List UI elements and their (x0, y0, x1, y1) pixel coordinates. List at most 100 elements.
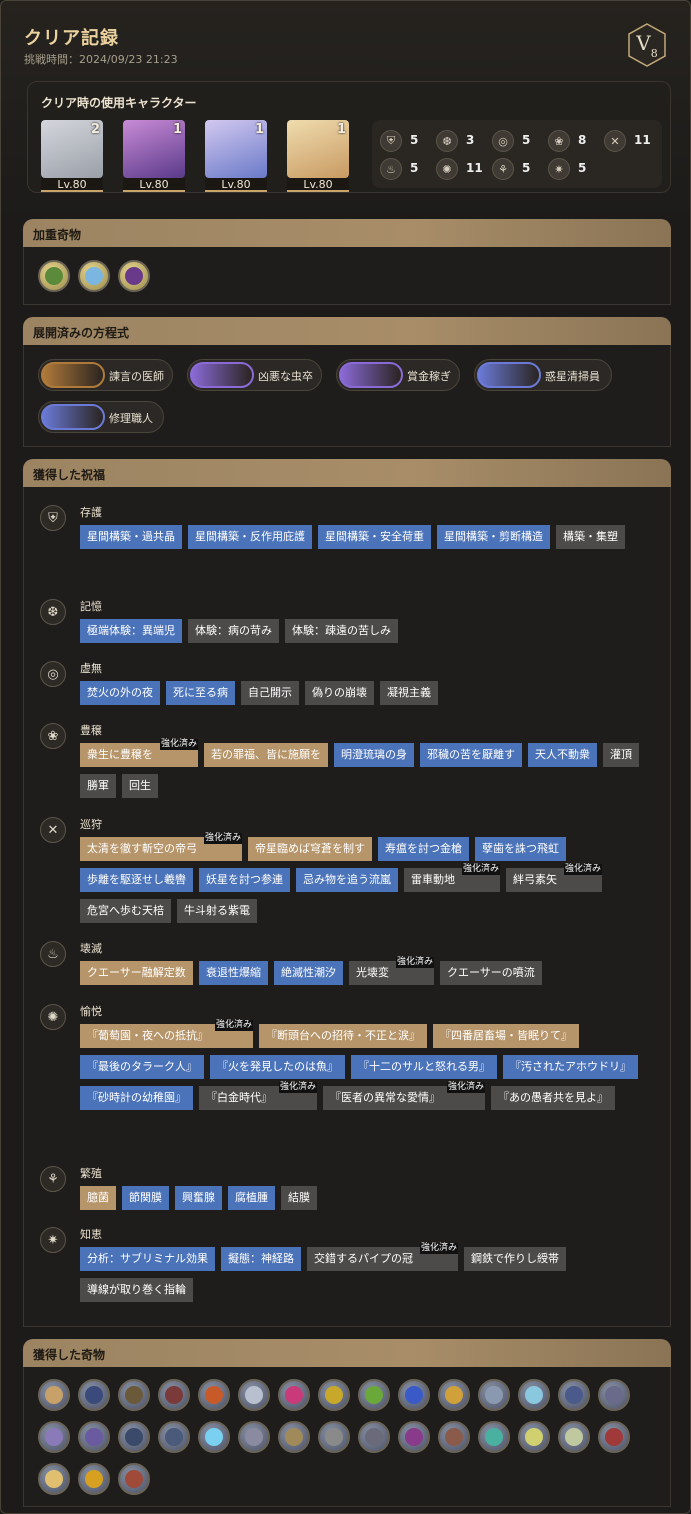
curio-icon[interactable] (38, 1463, 70, 1495)
curio-icon[interactable] (118, 1379, 150, 1411)
blessing-tag[interactable]: 擬態：神経路 (221, 1247, 301, 1271)
blessing-tag[interactable]: 星間構築・剪断構造 (437, 525, 550, 549)
blessing-tag[interactable]: 『葡萄園・夜への抵抗』強化済み (80, 1020, 253, 1048)
blessing-tag[interactable]: 『火を発見したのは魚』 (210, 1055, 345, 1079)
blessing-tag[interactable]: 体験：疎遠の苦しみ (285, 619, 398, 643)
curio-icon[interactable] (118, 1463, 150, 1495)
blessing-tag[interactable]: 節関膜 (122, 1186, 169, 1210)
blessing-tag[interactable]: 構築・集塑 (556, 525, 625, 549)
blessing-tag[interactable]: 寿瘟を討つ金槍 (378, 837, 469, 861)
curio-icon[interactable] (278, 1379, 310, 1411)
blessing-tag[interactable]: 雷車動地強化済み (404, 864, 500, 892)
blessing-tag[interactable]: 帝星臨めば穹蒼を制す (248, 837, 372, 861)
blessing-tag[interactable]: 交錯するパイプの冠強化済み (307, 1243, 458, 1271)
blessing-tag[interactable]: 『断頭台への招待・不正と涙』 (259, 1024, 427, 1048)
blessing-tag[interactable]: 星間構築・過共晶 (80, 525, 182, 549)
blessing-tag[interactable]: 凝視主義 (380, 681, 438, 705)
blessing-tag[interactable]: 『医者の異常な愛情』強化済み (323, 1082, 485, 1110)
blessing-tag[interactable]: 自己開示 (241, 681, 299, 705)
curio-icon[interactable] (238, 1379, 270, 1411)
blessing-tag[interactable]: 『あの愚者共を見よ』 (491, 1086, 615, 1110)
curio-icon[interactable] (198, 1421, 230, 1453)
blessing-tag[interactable]: 衆生に豊穣を強化済み (80, 739, 198, 767)
blessing-tag[interactable]: クエーサー融解定数 (80, 961, 193, 985)
curio-icon[interactable] (438, 1379, 470, 1411)
equation-chip[interactable]: 惑星清掃員 (474, 359, 612, 391)
blessing-tag[interactable]: 危宮へ歩む天棓 (80, 899, 171, 923)
blessing-tag[interactable]: 歩離を駆逐せし羲轡 (80, 868, 193, 892)
blessing-tag[interactable]: 死に至る病 (166, 681, 235, 705)
blessing-tag[interactable]: 焚火の外の夜 (80, 681, 160, 705)
blessing-tag[interactable]: 回生 (122, 774, 158, 798)
curio-icon[interactable] (478, 1379, 510, 1411)
curio-icon[interactable] (558, 1379, 590, 1411)
curio-icon[interactable] (158, 1421, 190, 1453)
blessing-tag[interactable]: 星間構築・安全荷重 (318, 525, 431, 549)
curio-icon[interactable] (38, 1379, 70, 1411)
curio-icon[interactable] (158, 1379, 190, 1411)
blessing-tag[interactable]: 腐植腫 (228, 1186, 275, 1210)
weighted-curio-icon[interactable] (118, 260, 150, 292)
curio-icon[interactable] (198, 1379, 230, 1411)
blessing-tag[interactable]: 若の罪福、皆に施願を (204, 743, 328, 767)
blessing-tag[interactable]: 『四番居畜場・皆眠りて』 (433, 1024, 579, 1048)
blessing-tag[interactable]: 天人不動衆 (528, 743, 597, 767)
blessing-tag[interactable]: 邪穢の苦を厭離す (420, 743, 522, 767)
curio-icon[interactable] (238, 1421, 270, 1453)
blessing-tag[interactable]: 『汚されたアホウドリ』 (503, 1055, 638, 1079)
blessing-tag[interactable]: 結膜 (281, 1186, 317, 1210)
blessing-tag[interactable]: 星間構築・反作用庇護 (188, 525, 312, 549)
blessing-tag[interactable]: 『最後のタラーク人』 (80, 1055, 204, 1079)
blessing-tag[interactable]: 明澄琉璃の身 (334, 743, 414, 767)
blessing-tag[interactable]: 勝軍 (80, 774, 116, 798)
curio-icon[interactable] (398, 1379, 430, 1411)
blessing-tag[interactable]: 妖星を討つ参連 (199, 868, 290, 892)
blessing-tag[interactable]: クエーサーの噴流 (440, 961, 542, 985)
curio-icon[interactable] (78, 1463, 110, 1495)
blessing-tag[interactable]: 絶滅性潮汐 (274, 961, 343, 985)
blessing-tag[interactable]: 衰退性爆縮 (199, 961, 268, 985)
curio-icon[interactable] (318, 1379, 350, 1411)
blessing-tag[interactable]: 導線が取り巻く指輪 (80, 1278, 193, 1302)
blessing-tag[interactable]: 灌頂 (603, 743, 639, 767)
blessing-tag[interactable]: 体験：病の苛み (188, 619, 279, 643)
curio-icon[interactable] (518, 1379, 550, 1411)
curio-icon[interactable] (558, 1421, 590, 1453)
blessing-tag[interactable]: 絆弓素矢強化済み (506, 864, 602, 892)
weighted-curio-icon[interactable] (38, 260, 70, 292)
blessing-tag[interactable]: 偽りの崩壊 (305, 681, 374, 705)
curio-icon[interactable] (598, 1421, 630, 1453)
curio-icon[interactable] (438, 1421, 470, 1453)
curio-icon[interactable] (398, 1421, 430, 1453)
curio-icon[interactable] (358, 1421, 390, 1453)
blessing-tag[interactable]: 臆菌 (80, 1186, 116, 1210)
blessing-tag[interactable]: 鋼鉄で作りし綬帯 (464, 1247, 566, 1271)
blessing-tag[interactable]: 分析：サブリミナル効果 (80, 1247, 215, 1271)
blessing-tag[interactable]: 孽歯を誅つ飛虹 (475, 837, 566, 861)
curio-icon[interactable] (478, 1421, 510, 1453)
equation-chip[interactable]: 賞金稼ぎ (336, 359, 460, 391)
equation-chip[interactable]: 凶悪な虫卒 (187, 359, 322, 391)
curio-icon[interactable] (318, 1421, 350, 1453)
blessing-tag[interactable]: 『十二のサルと怒れる男』 (351, 1055, 497, 1079)
weighted-curio-icon[interactable] (78, 260, 110, 292)
curio-icon[interactable] (118, 1421, 150, 1453)
blessing-tag[interactable]: 『白金時代』強化済み (199, 1082, 317, 1110)
curio-icon[interactable] (278, 1421, 310, 1453)
curio-icon[interactable] (38, 1421, 70, 1453)
curio-icon[interactable] (598, 1379, 630, 1411)
blessing-tag[interactable]: 牛斗射る紫電 (177, 899, 257, 923)
curio-icon[interactable] (78, 1421, 110, 1453)
blessing-tag[interactable]: 太清を徹す斬空の帝弓強化済み (80, 833, 242, 861)
curio-icon[interactable] (78, 1379, 110, 1411)
curio-icon[interactable] (358, 1379, 390, 1411)
equation-chip[interactable]: 諫言の医師 (38, 359, 173, 391)
equation-chip[interactable]: 修理職人 (38, 401, 164, 433)
blessing-tag[interactable]: 興奮腺 (175, 1186, 222, 1210)
blessing-tag[interactable]: 極端体験：異端児 (80, 619, 182, 643)
curio-icon[interactable] (518, 1421, 550, 1453)
